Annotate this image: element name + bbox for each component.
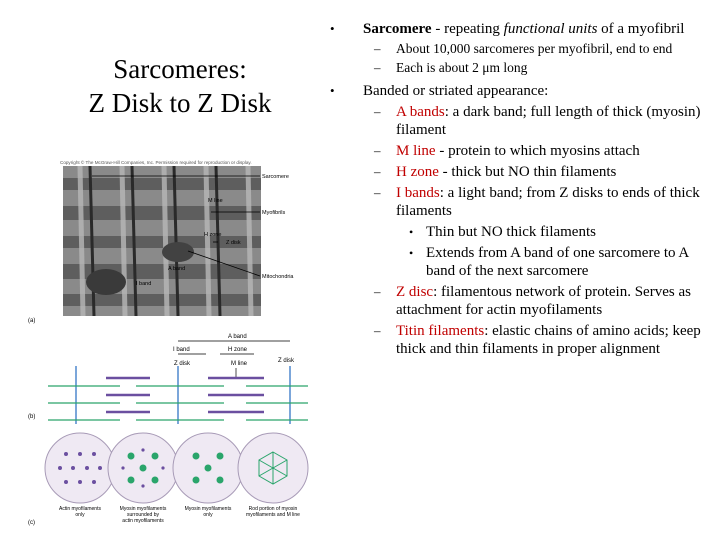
sub-bullet-titin-text: : elastic chains of amino acids; keep th…: [396, 323, 701, 357]
bullet-sarcomere-text: - repeating: [431, 21, 504, 37]
sub-bullet-length: – Each is about 2 μm long: [330, 60, 710, 76]
caption-myosin-actin-line3: actin myofilaments: [122, 518, 164, 524]
term-i-bands: I bands: [396, 185, 440, 201]
caption-actin-only-line2: only: [75, 512, 85, 518]
sub-bullet-a-bands: – A bands: a dark band; full length of t…: [330, 103, 710, 139]
sub-bullet-count-text: About 10,000 sarcomeres per myofibril, e…: [396, 41, 673, 56]
dash-marker: –: [374, 143, 381, 158]
caption-myosin-only-line2: only: [203, 512, 213, 518]
term-m-line: M line: [396, 143, 436, 159]
slide-content: • Sarcomere - repeating functional units…: [330, 20, 710, 363]
sub-sub-bullet-extends: • Extends from A band of one sarcomere t…: [330, 244, 710, 280]
panel-label-b: (b): [28, 414, 35, 420]
label-h-zone-diagram: H zone: [228, 347, 248, 353]
term-h-zone: H zone: [396, 164, 439, 180]
sub-bullet-m-line-text: - protein to which myosins attach: [435, 143, 640, 159]
label-sarcomere: Sarcomere: [262, 174, 289, 180]
dash-marker: –: [374, 104, 381, 119]
caption-myosin-only-line1: Myosin myofilaments: [185, 506, 232, 512]
sub-sub-bullet-thin-text: Thin but NO thick filaments: [426, 224, 596, 240]
sub-sub-bullet-extends-text: Extends from A band of one sarcomere to …: [426, 245, 689, 279]
sub-bullet-i-bands: – I bands: a light band; from Z disks to…: [330, 184, 710, 220]
label-mitochondria: Mitochondria: [262, 274, 294, 280]
caption-rod-m-line-line1: Rod portion of myosin: [249, 506, 298, 512]
sub-bullet-m-line: – M line - protein to which myosins atta…: [330, 142, 710, 160]
dash-marker: –: [374, 185, 381, 200]
band-labels: A band I band H zone Z disk M line Z dis…: [173, 334, 295, 367]
dash-marker: –: [374, 284, 381, 299]
panel-label-c: (c): [28, 520, 35, 526]
term-a-bands: A bands: [396, 104, 445, 120]
figure-copyright: Copyright © The McGraw-Hill Companies, I…: [60, 159, 252, 165]
label-z-disk-right: Z disk: [278, 358, 295, 364]
slide-title: Sarcomeres: Z Disk to Z Disk: [40, 52, 320, 120]
label-myofibrils: Myofibrils: [262, 210, 285, 216]
term-z-disc: Z disc: [396, 284, 434, 300]
bullet-banded-text: Banded or striated appearance:: [363, 83, 549, 99]
label-i-band-diagram: I band: [173, 347, 190, 353]
micrograph: [63, 165, 261, 317]
title-line-2: Z Disk to Z Disk: [88, 88, 272, 118]
myofilament-schematic: [48, 366, 308, 424]
caption-myosin-actin-line1: Myosin myofilaments: [120, 506, 167, 512]
bullet-marker: •: [409, 225, 414, 239]
sub-bullet-h-zone-text: - thick but NO thin filaments: [438, 164, 617, 180]
sub-bullet-a-bands-text: : a dark band; full length of thick (myo…: [396, 104, 701, 138]
term-titin-filaments: Titin filaments: [396, 323, 485, 339]
caption-actin-only-line1: Actin myofilaments: [59, 506, 101, 512]
dash-marker: –: [374, 323, 381, 338]
cross-sections: [44, 432, 309, 504]
mitochondrion-shape: [162, 242, 194, 262]
label-z-disk: Z disk: [226, 240, 241, 246]
term-functional-units: functional units: [503, 21, 598, 37]
title-line-1: Sarcomeres:: [113, 54, 247, 84]
micrograph-labels: Sarcomere M line Myofibrils H zone Z dis…: [136, 174, 294, 287]
label-m-line: M line: [208, 198, 223, 204]
bullet-marker: •: [330, 21, 335, 36]
label-a-band-diagram: A band: [228, 334, 247, 340]
sarcomere-figure-svg: Copyright © The McGraw-Hill Companies, I…: [28, 159, 309, 526]
bullet-banded: • Banded or striated appearance: – A ban…: [330, 82, 710, 358]
label-m-line-diagram: M line: [231, 361, 248, 367]
sub-sub-bullet-thin: • Thin but NO thick filaments: [330, 223, 710, 241]
label-a-band: A band: [168, 266, 185, 272]
caption-rod-m-line-line2: myofilaments and M line: [246, 512, 300, 518]
label-i-band: I band: [136, 281, 151, 287]
sub-bullet-count: – About 10,000 sarcomeres per myofibril,…: [330, 41, 710, 57]
sarcomere-figure: Copyright © The McGraw-Hill Companies, I…: [28, 156, 310, 528]
mitochondrion-shape: [86, 269, 126, 295]
bullet-marker: •: [330, 83, 335, 98]
sub-bullet-z-disc-text: : filamentous network of protein. Serves…: [396, 284, 691, 318]
label-h-zone: H zone: [204, 232, 221, 238]
sub-bullet-h-zone: – H zone - thick but NO thin filaments: [330, 163, 710, 181]
bullet-sarcomere-rest: of a myofibril: [597, 21, 685, 37]
label-z-disk-left: Z disk: [174, 361, 191, 367]
dash-marker: –: [374, 164, 381, 179]
term-sarcomere: Sarcomere: [363, 21, 432, 37]
panel-label-a: (a): [28, 318, 35, 324]
sub-bullet-i-bands-text: : a light band; from Z disks to ends of …: [396, 185, 700, 219]
caption-myosin-actin-line2: surrounded by: [127, 512, 159, 518]
dash-marker: –: [374, 60, 381, 75]
bullet-sarcomere: • Sarcomere - repeating functional units…: [330, 20, 710, 76]
cross-section-captions: Actin myofilaments only Myosin myofilame…: [59, 506, 300, 524]
dash-marker: –: [374, 41, 381, 56]
sub-bullet-titin: – Titin filaments: elastic chains of ami…: [330, 322, 710, 358]
sub-bullet-z-disc: – Z disc: filamentous network of protein…: [330, 283, 710, 319]
bullet-marker: •: [409, 246, 414, 260]
sub-bullet-length-text: Each is about 2 μm long: [396, 60, 528, 75]
